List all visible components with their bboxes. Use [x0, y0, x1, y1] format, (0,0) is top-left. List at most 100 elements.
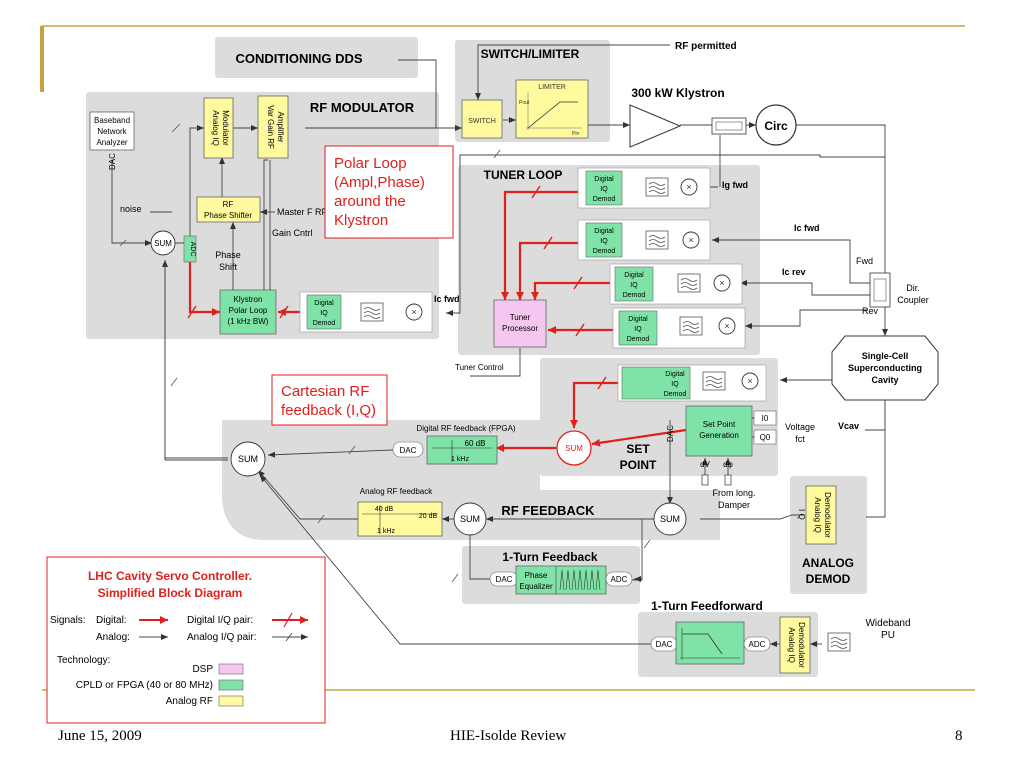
switch-block: SWITCH [461, 99, 503, 139]
svg-text:feedback (I,Q): feedback (I,Q) [281, 402, 376, 419]
sum-set-point: SUM [556, 430, 592, 466]
svg-text:RF: RF [223, 200, 234, 209]
svg-text:Analog:: Analog: [96, 632, 130, 643]
svg-text:DAC: DAC [656, 640, 673, 649]
ic-fwd-label-left: Ic fwd [434, 294, 460, 304]
svg-text:Demod: Demod [593, 196, 616, 203]
svg-text:(1 kHz BW): (1 kHz BW) [228, 317, 269, 326]
svg-text:20 dB: 20 dB [419, 513, 438, 520]
feedforward-analog-iq-demodulator: Analog IQ Demodulator [779, 616, 811, 674]
cartesian-note: Cartesian RF feedback (I,Q) [271, 374, 388, 426]
tuner-demod-row-4: Digital IQ Demod [612, 307, 746, 349]
digital-rf-feedback-filter: 60 dB 1 kHz [426, 435, 498, 465]
modulator-adc: ADC [183, 235, 197, 263]
svg-text:IQ: IQ [634, 326, 642, 333]
svg-text:Pout: Pout [519, 100, 530, 106]
polar-loop-note: Polar Loop (Ampl,Phase) around the Klyst… [324, 145, 454, 239]
svg-text:Demodulator: Demodulator [823, 492, 832, 538]
tuner-processor: Tuner Processor [493, 299, 547, 348]
tuner-loop-label: TUNER LOOP [484, 168, 563, 182]
analog-demod-label-2: DEMOD [806, 572, 851, 586]
phase-shift-label-1: Phase [215, 250, 241, 260]
svg-text:ADC: ADC [189, 242, 196, 257]
svg-text:Klystron: Klystron [234, 295, 263, 304]
svg-text:SWITCH: SWITCH [468, 118, 496, 125]
svg-text:IQ: IQ [630, 282, 638, 289]
rf-modulator-demod-row: Digital IQ Demod [299, 291, 433, 333]
master-f-rf-label: Master F RF [277, 207, 328, 217]
svg-text:1 kHz: 1 kHz [451, 456, 469, 463]
svg-text:Analog IQ: Analog IQ [813, 497, 822, 533]
set-point-demod-row: Digital IQ Demod [617, 364, 767, 402]
svg-text:Technology:: Technology: [57, 655, 110, 666]
svg-text:Demod: Demod [664, 391, 687, 398]
svg-text:Polar Loop: Polar Loop [334, 155, 407, 172]
voltage-fct-label-2: fct [795, 434, 805, 444]
vcav-label: Vcav [838, 421, 859, 431]
legend-title-2: Simplified Block Diagram [98, 586, 243, 600]
svg-text:Phase: Phase [525, 571, 548, 580]
svg-text:Single-Cell: Single-Cell [862, 351, 909, 361]
svg-text:DAC: DAC [400, 446, 417, 455]
conditioning-dds-label: CONDITIONING DDS [235, 51, 362, 66]
svg-text:Digital: Digital [628, 316, 648, 323]
dir-coupler-label-2: Coupler [897, 295, 929, 305]
svg-text:Signals:: Signals: [50, 615, 86, 626]
svg-text:IQ: IQ [600, 186, 608, 193]
damper-arrows [701, 474, 732, 486]
from-long-damper-1: From long. [712, 488, 755, 498]
baseband-network-analyzer: Baseband Network Analyzer [89, 111, 135, 151]
analog-pair-slashes [119, 123, 836, 648]
svg-text:SUM: SUM [238, 454, 258, 464]
svg-text:SUM: SUM [660, 514, 680, 524]
svg-text:Demod: Demod [593, 248, 616, 255]
iq-label: I Q [797, 509, 806, 520]
svg-text:IQ: IQ [671, 381, 679, 388]
svg-text:Analog IQ: Analog IQ [787, 627, 796, 663]
one-turn-feedforward-label: 1-Turn Feedforward [651, 599, 763, 613]
svg-text:Q0: Q0 [760, 433, 771, 442]
comb-filter [555, 565, 607, 595]
rf-feedback-label: RF FEEDBACK [501, 503, 595, 518]
ic-fwd-label-right: Ic fwd [794, 223, 820, 233]
ic-rev-label: Ic rev [782, 267, 806, 277]
klystron-amplifier [629, 104, 682, 148]
svg-text:Amplifier: Amplifier [276, 111, 285, 142]
svg-text:Demodulator: Demodulator [797, 622, 806, 668]
analog-iq-modulator: Analog IQ Modulator [203, 97, 234, 159]
wideband-pu-label-1: Wideband [865, 618, 910, 629]
phase-shift-label-2: Shift [219, 262, 238, 272]
svg-text:CPLD or FPGA (40 or 80 MHz): CPLD or FPGA (40 or 80 MHz) [76, 680, 213, 691]
voltage-fct-label-1: Voltage [785, 422, 815, 432]
rf-permitted-label: RF permitted [675, 41, 737, 52]
set-point-label-1: SET [626, 442, 650, 456]
svg-text:Set Point: Set Point [703, 420, 736, 429]
svg-text:Var Gain RF: Var Gain RF [266, 105, 275, 149]
svg-text:Phase Shifter: Phase Shifter [204, 211, 252, 220]
analog-signal-lines [111, 44, 888, 647]
gain-cntrl-label: Gain Cntrl [272, 228, 313, 238]
set-point-label-2: POINT [620, 458, 657, 472]
svg-text:Equalizer: Equalizer [519, 582, 553, 591]
phase-equalizer: Phase Equalizer [515, 565, 557, 595]
one-turn-feedforward-dac: DAC [650, 636, 678, 652]
sum-modulator: SUM [150, 230, 176, 256]
svg-text:around the: around the [334, 193, 406, 210]
digital-rf-feedback-label: Digital RF feedback (FPGA) [416, 424, 515, 433]
footer-page-number: 8 [955, 728, 963, 744]
feedforward-filter-icon [827, 632, 851, 652]
svg-text:Analog IQ: Analog IQ [211, 110, 220, 146]
footer-title: HIE-Isolde Review [450, 728, 567, 744]
footer-date: June 15, 2009 [58, 728, 142, 744]
klystron-label: 300 kW Klystron [631, 86, 724, 100]
analog-iq-demodulator: Analog IQ Demodulator [805, 485, 837, 545]
svg-text:Demod: Demod [313, 320, 336, 327]
set-point-dac-label: DAC [666, 425, 675, 442]
one-turn-feedback-dac: DAC [489, 571, 519, 587]
svg-text:Digital: Digital [624, 272, 644, 279]
svg-text:ADC: ADC [611, 575, 628, 584]
rf-modulator-label: RF MODULATOR [310, 100, 415, 115]
sum-rf-feedback-right: SUM [653, 502, 687, 536]
dir-coupler-label-1: Dir. [906, 283, 920, 293]
svg-text:Polar Loop: Polar Loop [229, 306, 268, 315]
